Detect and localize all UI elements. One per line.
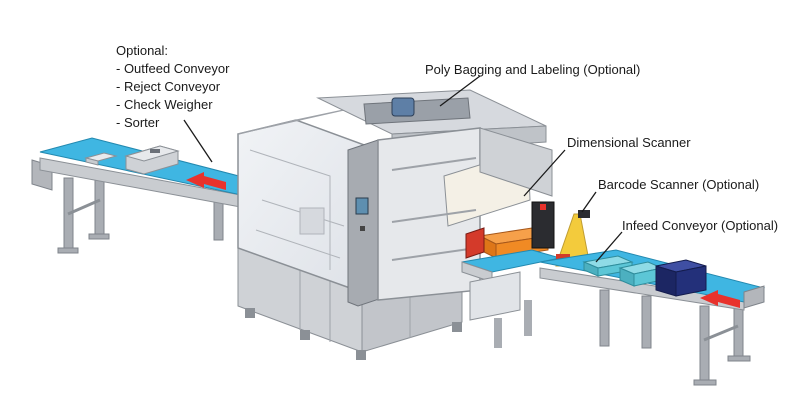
optional-item-check-weigher: - Check Weigher	[116, 97, 213, 112]
infeed-conveyor-label: Infeed Conveyor (Optional)	[622, 218, 779, 233]
outfeed-conveyor	[31, 137, 264, 254]
optional-item-sorter: - Sorter	[116, 115, 160, 130]
dimensional-scanner-label: Dimensional Scanner	[567, 135, 691, 150]
optional-item-outfeed: - Outfeed Conveyor	[116, 61, 230, 76]
optional-list: - Outfeed Conveyor - Reject Conveyor - C…	[116, 60, 229, 132]
leader-lines	[183, 75, 623, 263]
optional-title: Optional:	[116, 43, 169, 58]
poly-bagging-label: Poly Bagging and Labeling (Optional)	[425, 62, 641, 77]
infeed-conveyor	[539, 249, 766, 386]
barcode-scanner-label: Barcode Scanner (Optional)	[598, 177, 760, 192]
optional-item-reject: - Reject Conveyor	[116, 79, 221, 94]
main-machine	[237, 89, 561, 360]
